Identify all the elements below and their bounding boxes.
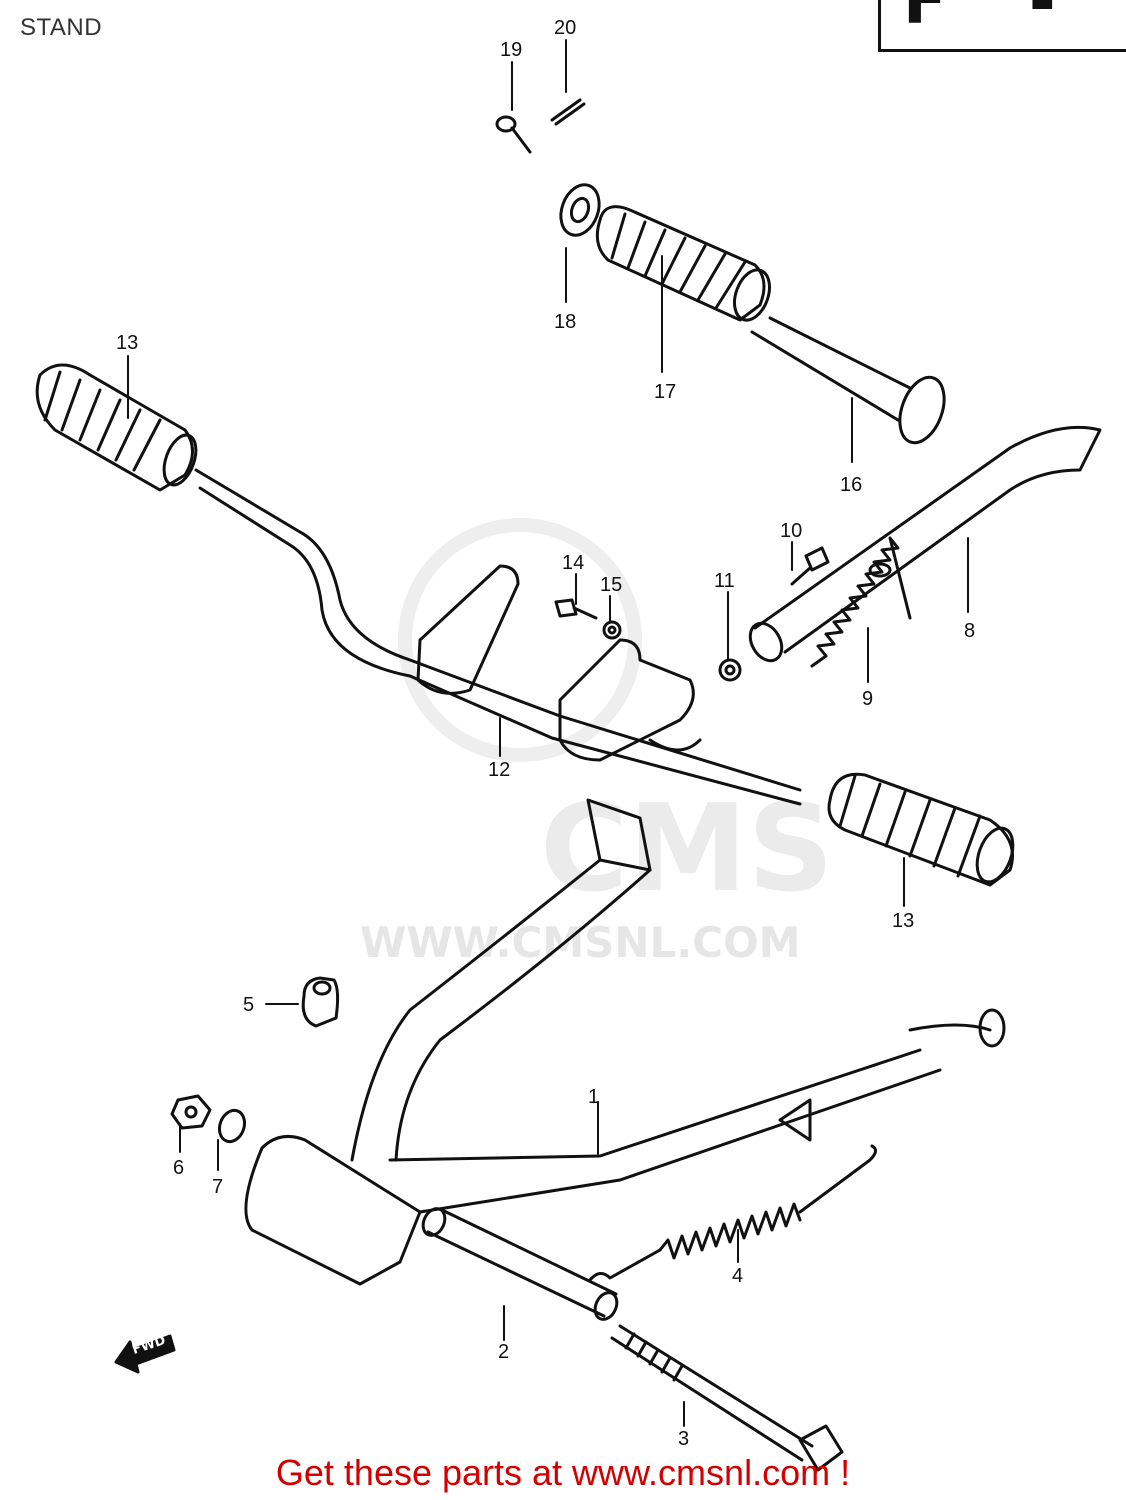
side-stand-8-part	[748, 425, 1102, 663]
nut-6-part	[170, 1094, 212, 1130]
pin-19-part	[495, 115, 532, 154]
part-labels: 1 2 3 4 5 6 7 8 9 10 11 12 13 13 14 15 1…	[116, 17, 975, 1450]
nut-15-part	[602, 620, 622, 640]
washer-7-part	[217, 1108, 247, 1144]
watermark-url: WWW.CMSNL.COM	[360, 918, 801, 967]
part-label: 10	[780, 520, 802, 542]
part-label: 5	[243, 994, 254, 1016]
part-label: 2	[498, 1341, 509, 1363]
part-label: 16	[840, 474, 862, 496]
page-title: STAND	[20, 14, 103, 41]
footer-link-text[interactable]: Get these parts at www.cmsnl.com !	[275, 1452, 851, 1493]
cotter-pin-20-part	[550, 98, 586, 126]
part-label: 19	[500, 39, 522, 61]
watermark-circle	[398, 518, 642, 762]
footrest-bar-12-part	[194, 468, 802, 806]
part-label: 9	[862, 688, 873, 710]
part-label: 6	[173, 1157, 184, 1179]
section-badge: F - 3	[878, 0, 1126, 52]
bolt-10-part	[790, 546, 830, 586]
grip-17-part	[595, 205, 771, 322]
part-label: 14	[562, 552, 584, 574]
stopper-5-part	[301, 976, 340, 1028]
part-label: 18	[554, 311, 576, 333]
part-label: 3	[678, 1428, 689, 1450]
part-label: 13	[116, 332, 138, 354]
part-label: 13	[892, 910, 914, 932]
part-label: 7	[212, 1176, 223, 1198]
spring-4-part	[588, 1144, 877, 1282]
arrow-left-icon	[114, 1334, 176, 1374]
spring-9-part	[810, 536, 912, 668]
footrest-rubber-13-left-part	[35, 363, 198, 492]
footrest-rubber-13-right-part	[827, 772, 1015, 887]
section-badge-label: F - 3	[903, 0, 1086, 49]
part-label: 15	[600, 574, 622, 596]
leader-lines	[127, 39, 969, 1427]
bolt-3-part	[610, 1324, 844, 1472]
part-label: 4	[732, 1265, 743, 1287]
nut-11-part	[718, 658, 742, 682]
stand-1-part	[244, 798, 1006, 1286]
part-label: 20	[554, 17, 576, 39]
kick-lever-16-part	[750, 316, 946, 445]
washer-18-part	[559, 183, 601, 237]
part-label: 11	[714, 570, 735, 592]
part-label: 17	[654, 381, 676, 403]
bolt-14-part	[554, 598, 598, 620]
part-label: 1	[588, 1086, 599, 1108]
part-label: 12	[488, 759, 510, 781]
part-label: 8	[964, 620, 975, 642]
shaft-2-part	[421, 1207, 619, 1321]
